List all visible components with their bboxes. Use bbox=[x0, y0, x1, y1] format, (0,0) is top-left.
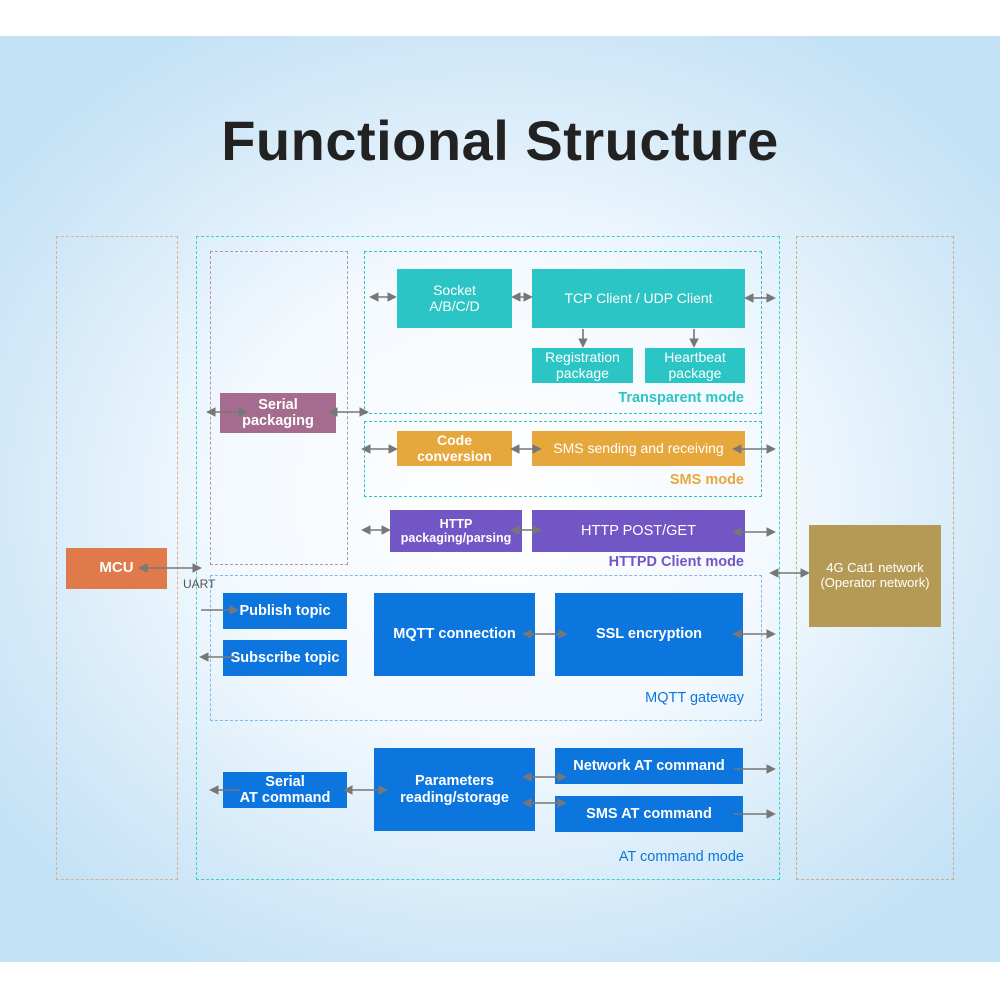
heartbeat-package-block: Heartbeat package bbox=[645, 348, 745, 383]
mcu-side-outline bbox=[56, 236, 178, 880]
module-outline bbox=[196, 236, 780, 880]
publish-topic-block: Publish topic bbox=[223, 593, 347, 629]
parameters-storage-block: Parameters reading/storage bbox=[374, 748, 535, 831]
sms-send-receive-block: SMS sending and receiving bbox=[532, 431, 745, 466]
network-at-command-block: Network AT command bbox=[555, 748, 743, 784]
network-block: 4G Cat1 network (Operator network) bbox=[809, 525, 941, 627]
socket-block: Socket A/B/C/D bbox=[397, 269, 512, 328]
uart-label: UART bbox=[183, 577, 216, 591]
transparent-mode-label: Transparent mode bbox=[618, 390, 744, 406]
page-title: Functional Structure bbox=[221, 109, 779, 172]
at-command-mode-label: AT command mode bbox=[618, 849, 744, 865]
subscribe-topic-block: Subscribe topic bbox=[223, 640, 347, 676]
mqtt-gateway-outline bbox=[210, 575, 762, 721]
http-packaging-block: HTTP packaging/parsing bbox=[390, 510, 522, 552]
registration-package-block: Registration package bbox=[532, 348, 633, 383]
http-post-get-block: HTTP POST/GET bbox=[532, 510, 745, 552]
sms-at-command-block: SMS AT command bbox=[555, 796, 743, 832]
ssl-encryption-block: SSL encryption bbox=[555, 593, 743, 676]
code-conversion-block: Code conversion bbox=[397, 431, 512, 466]
network-side-outline bbox=[796, 236, 954, 880]
mqtt-gateway-label: MQTT gateway bbox=[645, 690, 744, 706]
httpd-client-mode-label: HTTPD Client mode bbox=[608, 554, 744, 570]
serial-at-command-block: Serial AT command bbox=[223, 772, 347, 808]
tcp-udp-client-block: TCP Client / UDP Client bbox=[532, 269, 745, 328]
sms-mode-outline bbox=[364, 421, 762, 497]
sms-mode-label: SMS mode bbox=[669, 472, 744, 488]
transparent-mode-outline bbox=[364, 251, 762, 414]
mqtt-connection-block: MQTT connection bbox=[374, 593, 535, 676]
